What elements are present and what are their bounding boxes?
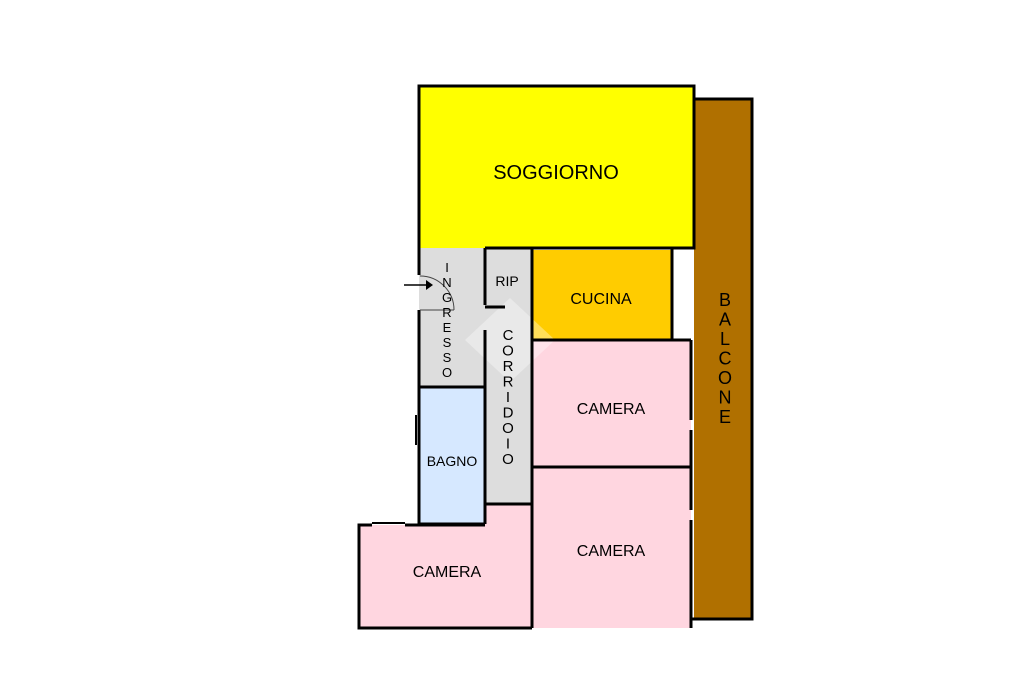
- corridoio-letter: O: [502, 420, 514, 437]
- room-camera-right-bottom: [532, 467, 691, 628]
- label-camera-left: CAMERA: [413, 564, 482, 581]
- room-soggiorno: [419, 86, 694, 248]
- corridoio-letter: R: [503, 358, 514, 375]
- ingresso-letter: S: [443, 350, 452, 365]
- ingresso-letter: I: [445, 260, 449, 275]
- corridoio-letter: I: [506, 389, 510, 406]
- label-soggiorno: SOGGIORNO: [493, 162, 619, 184]
- balcone-outline: [691, 97, 754, 621]
- room-balcone: [694, 99, 752, 619]
- ingresso-letter: N: [442, 275, 451, 290]
- room-camera-right-top: [532, 340, 691, 467]
- corridoio-letter: I: [506, 436, 510, 453]
- ingresso-letter: E: [443, 320, 452, 335]
- corridoio-letter: O: [502, 451, 514, 468]
- corridoio-letter: R: [503, 374, 514, 391]
- label-rip: RIP: [495, 273, 518, 289]
- ingresso-letter: O: [442, 365, 452, 380]
- room-rip: [485, 248, 532, 306]
- arrow-right-icon: [404, 280, 433, 290]
- label-camera-right-top: CAMERA: [577, 401, 646, 418]
- ingresso-letter: S: [443, 335, 452, 350]
- corridoio-letter: D: [503, 405, 514, 422]
- corridoio-letter: C: [503, 327, 514, 344]
- balcone-letter: E: [719, 407, 731, 427]
- label-bagno: BAGNO: [427, 453, 478, 469]
- room-camera-left: [359, 504, 532, 628]
- balcone-letter: C: [719, 349, 732, 369]
- balcone-letter: A: [719, 310, 731, 330]
- balcone-letter: L: [720, 329, 730, 349]
- balcone-letter: O: [718, 368, 732, 388]
- entrance-door-swing: [419, 275, 455, 311]
- balcone-letter: N: [719, 388, 732, 408]
- corridoio-letter: O: [502, 343, 514, 360]
- room-corridoio: [485, 306, 532, 504]
- ingresso-letter: R: [442, 305, 451, 320]
- room-cucina: [532, 250, 672, 340]
- room-bagno: [419, 387, 485, 524]
- balcone-letter: B: [719, 290, 731, 310]
- label-camera-right-bottom: CAMERA: [577, 543, 646, 560]
- ingresso-letter: G: [442, 290, 452, 305]
- label-cucina: CUCINA: [570, 291, 632, 308]
- room-ingresso: [419, 248, 485, 387]
